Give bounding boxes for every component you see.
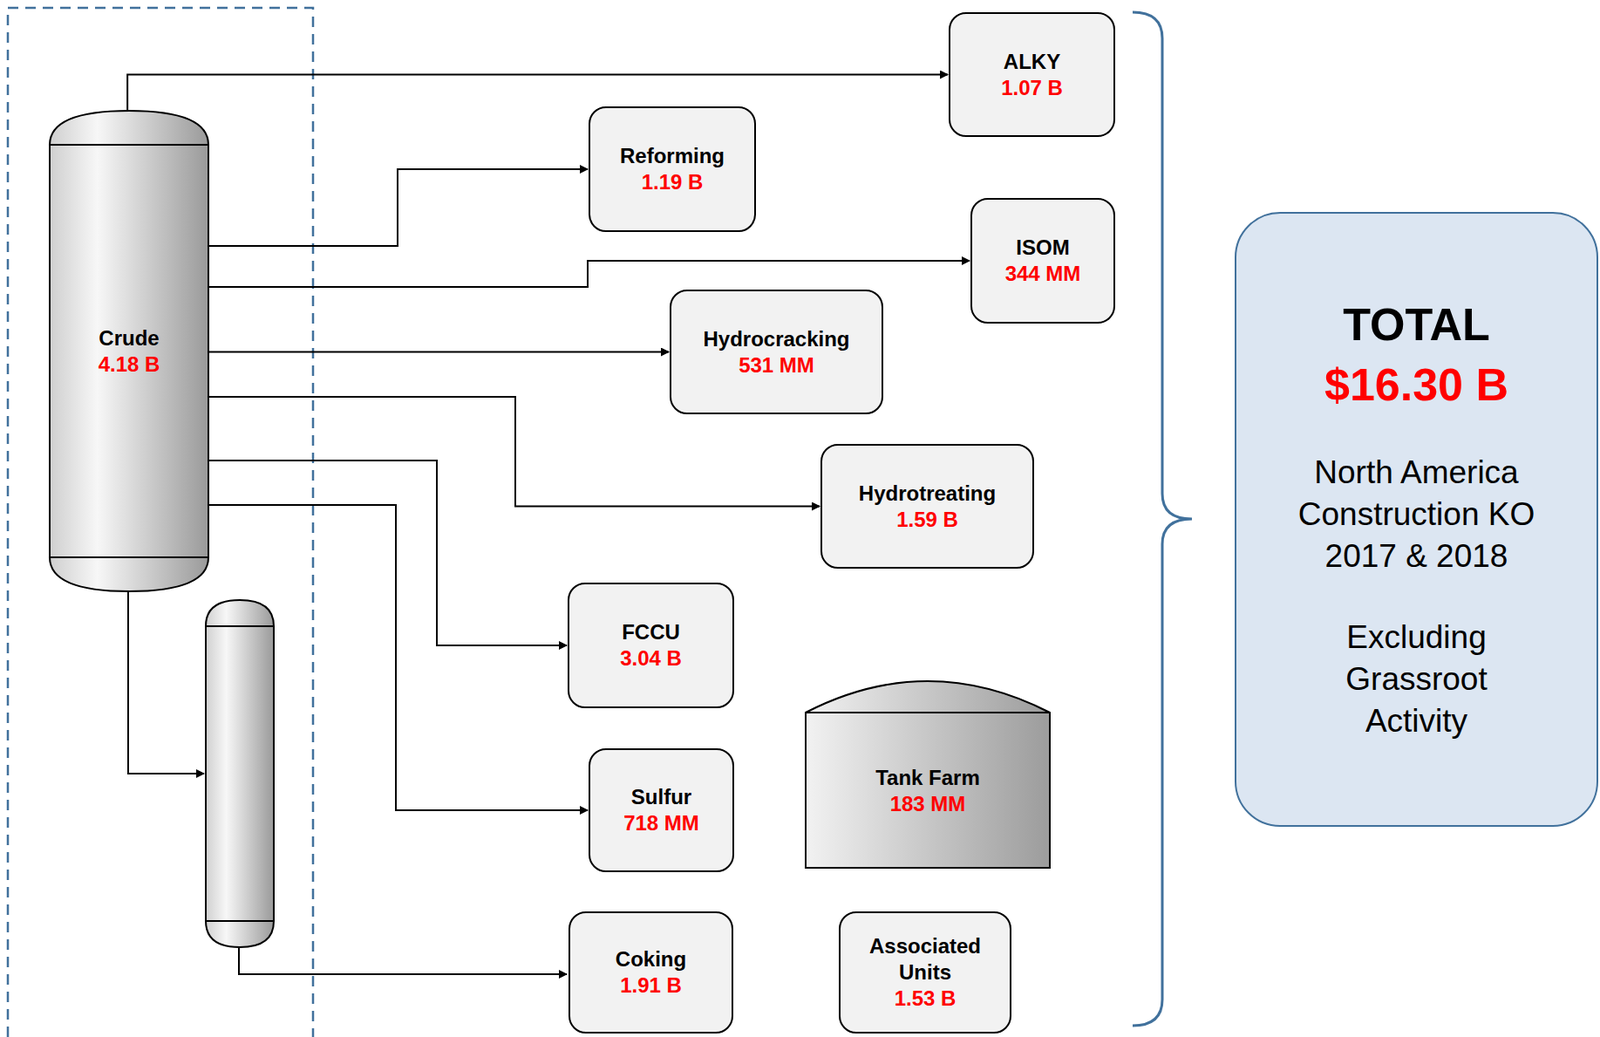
unit-name: Associated Units [851,932,1000,986]
cost-value: 531 MM [738,352,815,379]
column-outline [48,109,210,593]
process-box: Hydrotreating1.59 B [820,443,1035,569]
process-box: FCCU3.04 B [567,582,735,709]
cost-value: 718 MM [623,810,700,837]
cost-value: 1.07 B [1000,74,1063,102]
cost-value: 4.18 B [98,351,161,378]
cost-value: 1.59 B [896,506,959,533]
process-box: ALKY1.07 B [948,12,1116,137]
unit-name: Tank Farm [875,764,981,791]
unit-name: Hydrotreating [858,480,996,507]
unit-name: Sulfur [631,783,692,811]
secondary-column [205,599,274,947]
process-box: ISOM344 MM [970,197,1116,324]
cost-value: 344 MM [1005,260,1082,287]
process-box: Associated Units1.53 B [838,911,1012,1034]
crude-column: Crude4.18 B [48,109,210,593]
process-box: Coking1.91 B [568,911,734,1034]
flow-arrow [209,351,669,354]
cost-value: 1.19 B [641,169,704,196]
cost-value: Excluding Grassroot Activity [1316,616,1518,743]
flow-arrow [209,504,588,811]
flow-arrow [209,460,567,646]
curly-bracket [1132,12,1192,1026]
total-panel: TOTAL$16.30 B North America Construction … [1234,211,1599,827]
cost-value: 3.04 B [619,645,682,672]
dashed-boundary [7,7,314,1037]
cost-value: $16.30 B [1324,356,1509,414]
cost-value: 183 MM [890,790,967,818]
process-box: Hydrocracking531 MM [669,289,884,415]
unit-name: Hydrocracking [702,326,850,353]
feed-line [128,592,205,774]
unit-name: Coking [615,946,687,973]
flow-arrow [209,260,970,287]
flow-arrow [209,169,588,246]
cost-value: North America Construction KO 2017 & 201… [1277,451,1557,578]
cost-value: 1.91 B [619,972,682,999]
unit-name: ISOM [1015,234,1069,261]
cost-value: 1.53 B [894,985,957,1012]
process-box: Sulfur718 MM [588,748,735,872]
unit-name: Crude [98,325,159,352]
flow-arrow [127,74,948,111]
tank-farm: Tank Farm183 MM [804,679,1051,869]
unit-name: ALKY [1003,48,1061,75]
unit-name: TOTAL [1342,296,1491,354]
unit-name: Reforming [619,142,725,170]
feed-line [238,946,567,974]
process-box: Reforming1.19 B [588,106,756,232]
unit-name: FCCU [621,619,681,646]
